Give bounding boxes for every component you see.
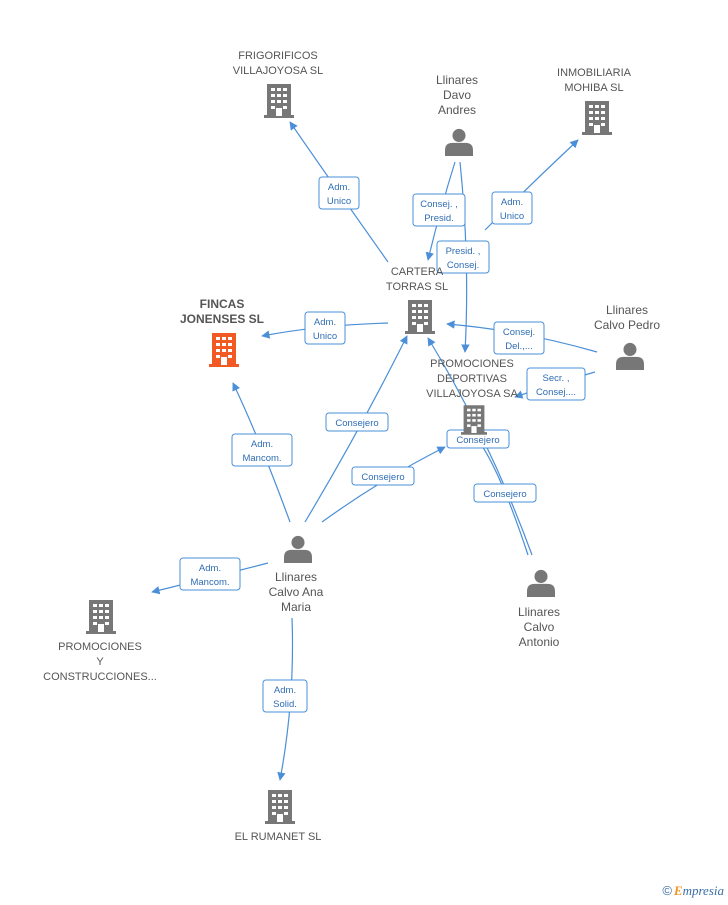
- node-el-rumanet[interactable]: EL RUMANET SL: [235, 790, 322, 843]
- node-label-line: Calvo: [524, 620, 555, 634]
- node-label-line: PROMOCIONES: [58, 641, 142, 653]
- edge-label-line: Consejero: [361, 472, 404, 483]
- building-icon: [86, 600, 116, 634]
- edge-label[interactable]: Consejero: [473, 483, 537, 503]
- building-icon: [209, 333, 239, 367]
- person-icon: [527, 569, 555, 597]
- edge-label-line: Adm.: [274, 685, 296, 696]
- edge-label[interactable]: Consejero: [325, 412, 389, 432]
- node-label-line: CARTERA: [391, 266, 444, 278]
- node-label-line: Llinares: [436, 73, 478, 87]
- node-llinares-davo-andres[interactable]: Llinares Davo Andres: [436, 73, 478, 156]
- node-label-line: CONSTRUCCIONES...: [43, 671, 157, 683]
- edge-label-line: Adm.: [314, 317, 336, 328]
- node-fincas-jonenses[interactable]: FINCAS JONENSES SL: [180, 297, 264, 367]
- node-llinares-calvo-pedro[interactable]: Llinares Calvo Pedro: [594, 303, 660, 370]
- person-icon: [616, 342, 644, 370]
- person-icon: [445, 128, 473, 156]
- edge-label-line: Consej.: [503, 327, 535, 338]
- node-label-line: TORRAS SL: [386, 281, 448, 293]
- edge-label[interactable]: Adm. Unico: [304, 311, 346, 345]
- node-label-line: Calvo Ana: [269, 585, 324, 599]
- edge-label[interactable]: Adm. Unico: [318, 176, 360, 210]
- edge-label-line: Consejero: [483, 489, 526, 500]
- edge-label-line: Del.,...: [505, 341, 532, 352]
- node-label-line: INMOBILIARIA: [557, 67, 632, 79]
- node-label-line: FINCAS: [200, 297, 245, 311]
- edge-labels: Adm. Unico Consej. , Presid. Adm. Unico …: [179, 176, 586, 713]
- node-llinares-calvo-antonio[interactable]: Llinares Calvo Antonio: [518, 569, 560, 649]
- edge-label[interactable]: Secr. , Consej....: [526, 367, 586, 401]
- edge-label-line: Secr. ,: [543, 373, 570, 384]
- edge-label-line: Adm.: [251, 439, 273, 450]
- building-icon: [265, 790, 295, 824]
- node-llinares-calvo-ana-maria[interactable]: Llinares Calvo Ana Maria: [269, 535, 324, 614]
- node-label-line: Calvo Pedro: [594, 318, 660, 332]
- edge-label[interactable]: Consejero: [351, 466, 415, 486]
- copyright-icon: ©: [662, 883, 672, 898]
- node-label-line: Y: [96, 656, 104, 668]
- edge-label-line: Presid.: [424, 213, 454, 224]
- edge-label-line: Adm.: [328, 182, 350, 193]
- node-label-line: Llinares: [275, 570, 317, 584]
- node-label-line: DEPORTIVAS: [437, 373, 507, 385]
- node-label-line: EL RUMANET SL: [235, 831, 322, 843]
- edge-label-line: Mancom.: [242, 453, 281, 464]
- node-label-line: Davo: [443, 88, 471, 102]
- edge-label[interactable]: Adm. Mancom.: [231, 433, 293, 467]
- node-label-line: Llinares: [518, 605, 560, 619]
- edge-label-line: Unico: [500, 211, 524, 222]
- edge-label[interactable]: Adm. Unico: [491, 191, 533, 225]
- edge-label-line: Mancom.: [190, 577, 229, 588]
- node-label-line: VILLAJOYOSA SA: [426, 388, 518, 400]
- node-label-line: Antonio: [519, 635, 560, 649]
- edge-label-line: Consejero: [335, 418, 378, 429]
- edge-label-line: Presid. ,: [446, 246, 481, 257]
- building-icon: [405, 300, 435, 334]
- edge-label-line: Consej....: [536, 387, 576, 398]
- node-label-line: Maria: [281, 600, 311, 614]
- edge-label-line: Consejero: [456, 435, 499, 446]
- edge-label-line: Consej.: [447, 260, 479, 271]
- building-icon: [461, 405, 487, 435]
- edge-label-line: Adm.: [199, 563, 221, 574]
- person-icon: [284, 535, 312, 563]
- edge-label-line: Adm.: [501, 197, 523, 208]
- node-label-line: VILLAJOYOSA SL: [233, 65, 324, 77]
- edge-label[interactable]: Consej. Del.,...: [493, 321, 545, 355]
- edge-label-line: Unico: [313, 331, 337, 342]
- edge-label[interactable]: Adm. Mancom.: [179, 557, 241, 591]
- node-label-line: PROMOCIONES: [430, 358, 514, 370]
- edge-label[interactable]: Consej. , Presid.: [412, 193, 466, 227]
- node-cartera-torras[interactable]: CARTERA TORRAS SL: [386, 266, 448, 334]
- edge-label[interactable]: Presid. , Consej.: [436, 240, 490, 274]
- brand-name: mpresia: [682, 883, 724, 898]
- node-promociones-construcciones[interactable]: PROMOCIONES Y CONSTRUCCIONES...: [43, 600, 157, 683]
- node-label-line: FRIGORIFICOS: [238, 50, 317, 62]
- edge-label-line: Unico: [327, 196, 351, 207]
- node-promociones-deportivas[interactable]: PROMOCIONES DEPORTIVAS VILLAJOYOSA SA: [426, 358, 519, 435]
- brand-initial: E: [673, 883, 683, 898]
- node-label-line: Llinares: [606, 303, 648, 317]
- node-frigorificos[interactable]: FRIGORIFICOS VILLAJOYOSA SL: [233, 50, 324, 118]
- node-label-line: JONENSES SL: [180, 312, 264, 326]
- node-label-line: Andres: [438, 103, 476, 117]
- edge-label[interactable]: Adm. Solid.: [262, 679, 308, 713]
- edge-label-line: Solid.: [273, 699, 297, 710]
- nodes: FRIGORIFICOS VILLAJOYOSA SL INMOBILIARIA…: [43, 50, 660, 843]
- building-icon: [582, 101, 612, 135]
- edge-label-line: Consej. ,: [420, 199, 458, 210]
- node-label-line: MOHIBA SL: [564, 82, 623, 94]
- brand-footer: ©Empresia: [662, 883, 724, 899]
- building-icon: [264, 84, 294, 118]
- node-inmobiliaria[interactable]: INMOBILIARIA MOHIBA SL: [557, 67, 632, 135]
